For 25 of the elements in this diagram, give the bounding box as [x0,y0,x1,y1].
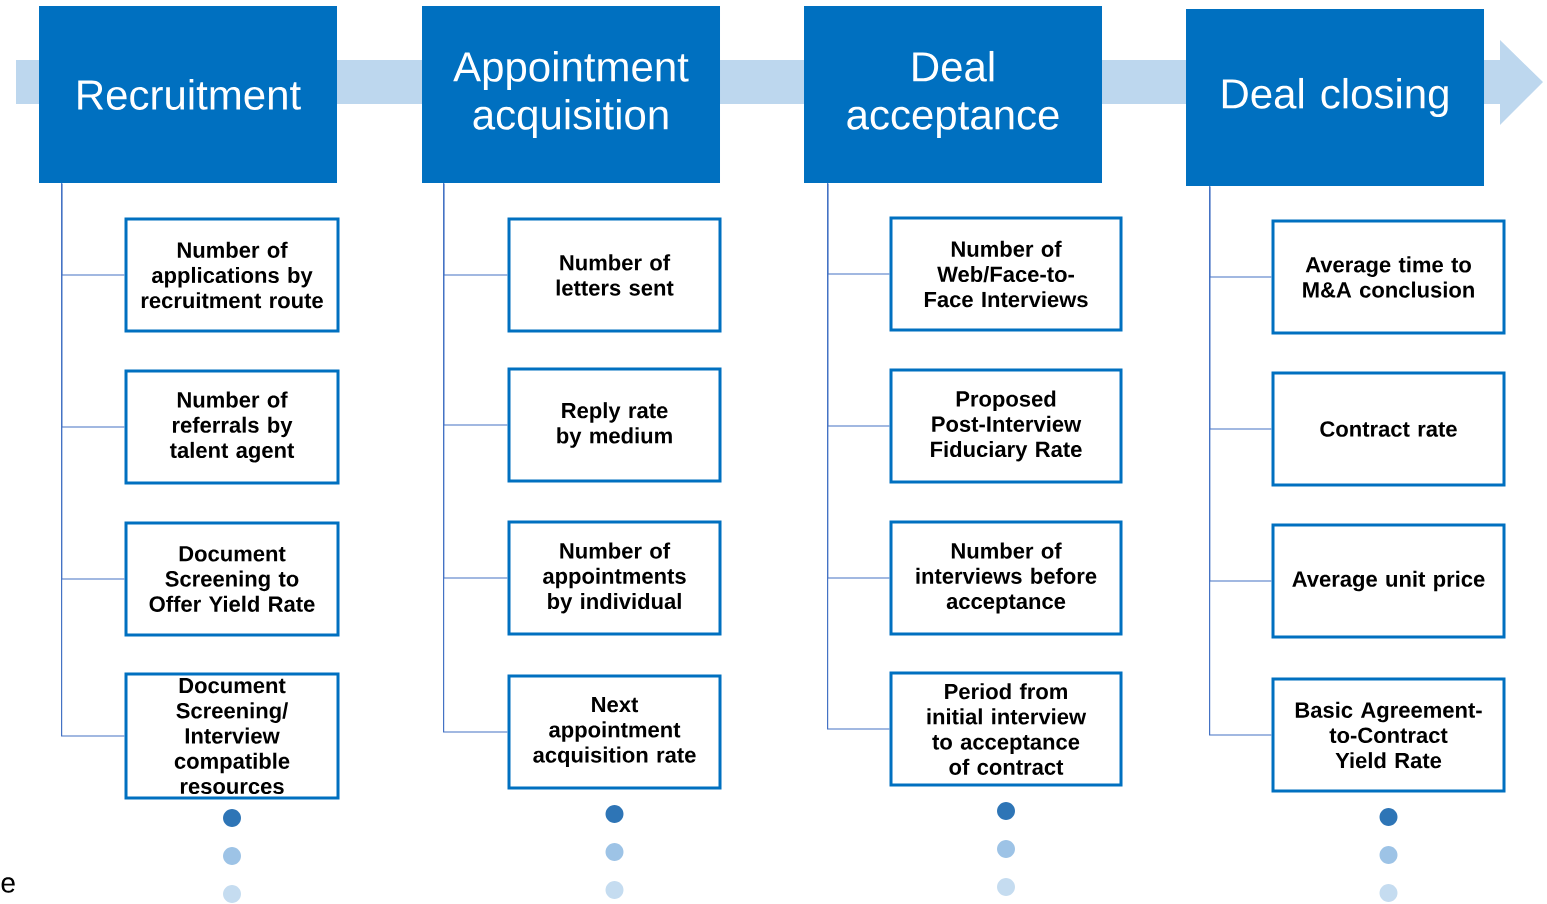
stage-box: Recruitment [39,6,337,183]
connector [443,182,509,733]
metric-box: Number of appointments by individual [507,520,722,636]
connector [827,182,891,730]
metric-box: Next appointment acquisition rate [507,674,722,790]
stage-box: Deal closing [1186,9,1484,186]
metric-box: Number of referrals by talent agent [124,369,340,485]
metric-box: Period from initial interview to acceptance of contract [889,671,1123,787]
metric-box: Number of letters sent [507,217,722,333]
note-text: e [1,877,15,893]
metric-box: Document Screening to Offer Yield Rate [124,521,340,637]
stage-box: Deal acceptance [804,6,1102,183]
metric-box: Basic Agreement-to-Contract Yield Rate [1271,677,1506,793]
metric-box: Average time to M&A conclusion [1271,219,1506,335]
metric-box: Number of Web/Face-to-Face Interviews [889,216,1123,332]
metric-box: Number of applications by recruitment route [124,217,340,333]
metric-box: Contract rate [1271,371,1506,487]
stage-box: Appointment acquisition [422,6,720,183]
metric-box: Number of interviews before acceptance [889,520,1123,636]
metric-box: Average unit price [1271,523,1506,639]
connector [1209,185,1273,736]
metric-box: Reply rate by medium [507,367,722,483]
connector [61,182,126,737]
metric-box: Proposed Post-Interview Fiduciary Rate [889,368,1123,484]
metric-box: Document Screening/ Interview compatible resources [124,672,340,800]
